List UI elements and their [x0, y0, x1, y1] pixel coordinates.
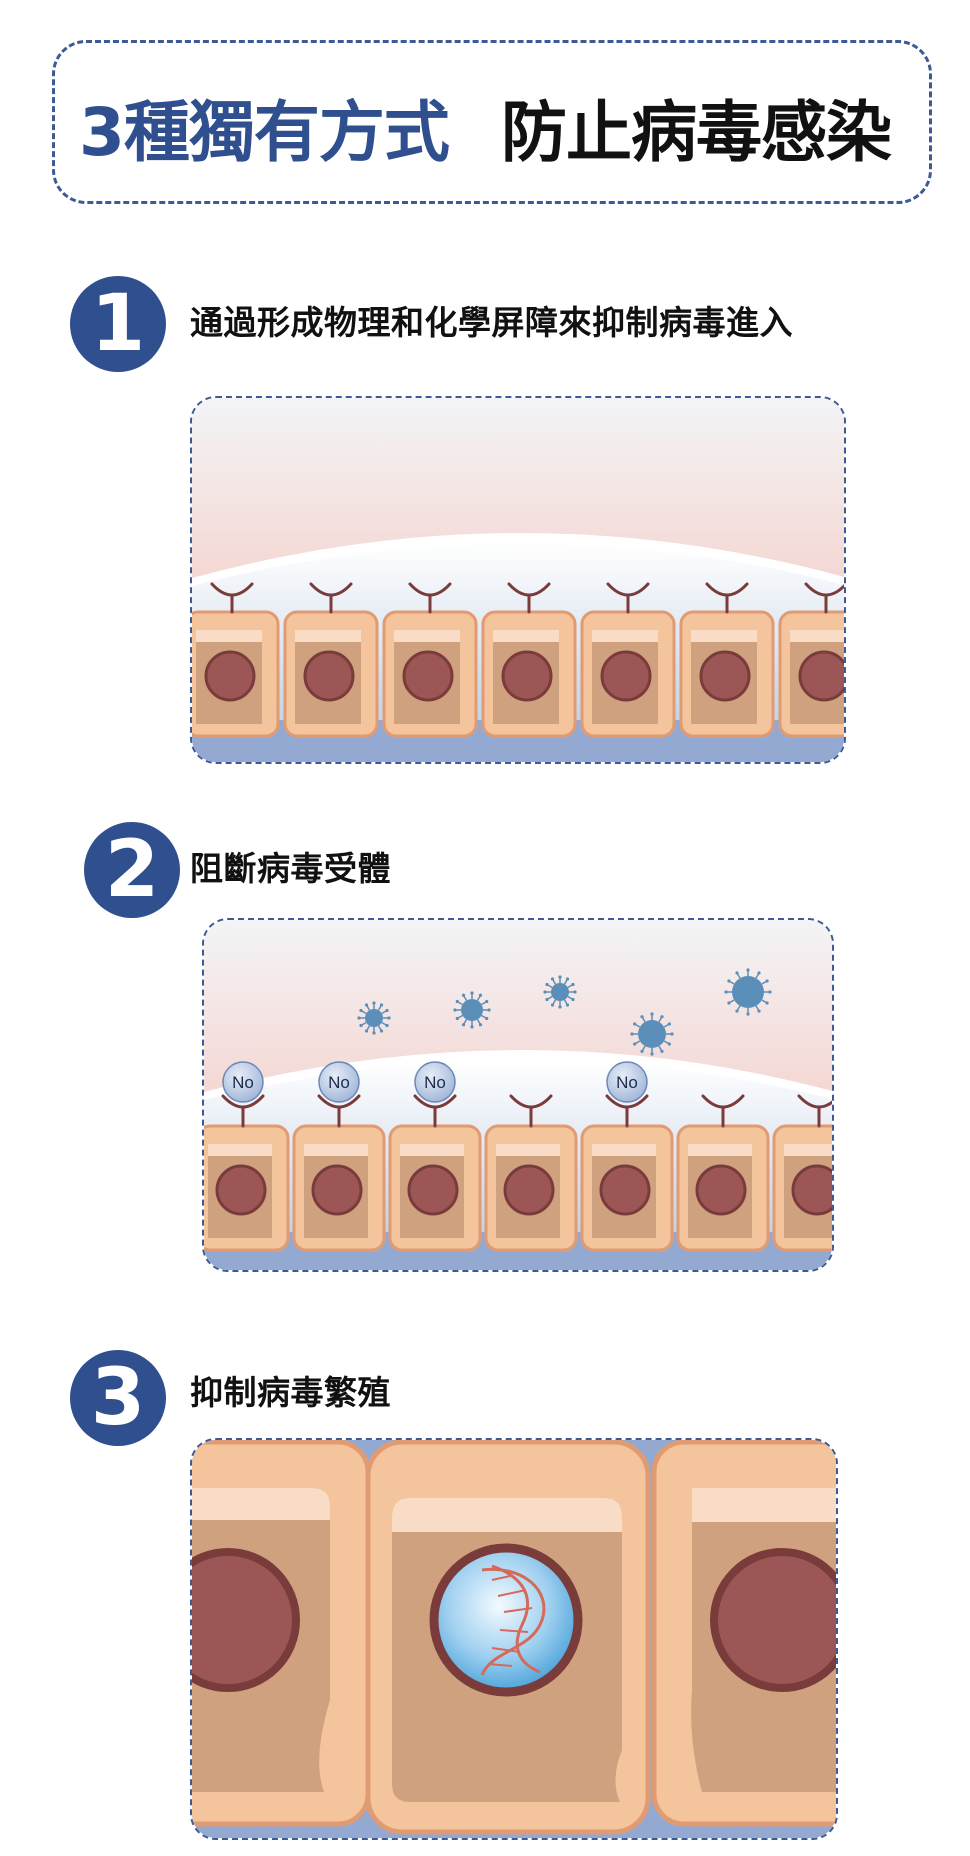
receptor-blocking-illustration: No No No No — [204, 920, 832, 1270]
nucleus — [503, 1164, 555, 1216]
epithelial-cell: No — [580, 1061, 674, 1252]
virus-icon — [630, 1012, 674, 1056]
receptor-icon — [317, 1094, 361, 1128]
cell-left — [192, 1440, 371, 1827]
receptor-icon — [705, 582, 749, 614]
nucleus — [407, 1164, 459, 1216]
blocker-label: No — [328, 1073, 350, 1092]
receptor-icon — [309, 582, 353, 614]
step-2-text: 阻斷病毒受體 — [190, 849, 391, 888]
cell-right — [651, 1440, 836, 1827]
nucleus — [599, 1164, 651, 1216]
receptor-icon — [606, 582, 650, 614]
blocker-label: No — [616, 1073, 638, 1092]
blocker-label: No — [424, 1073, 446, 1092]
nucleus — [798, 650, 844, 702]
epithelial-cell — [772, 1094, 832, 1252]
nucleus — [192, 1548, 300, 1692]
nucleus — [600, 650, 652, 702]
cell-center — [365, 1440, 651, 1835]
step-3-text: 抑制病毒繁殖 — [190, 1373, 391, 1412]
receptor-icon — [507, 582, 551, 614]
virus-icon — [357, 1001, 391, 1035]
epithelial-cell — [481, 582, 577, 738]
nucleus — [695, 1164, 747, 1216]
nucleus — [791, 1164, 832, 1216]
title-box: 3種獨有方式 防止病毒感染 — [52, 40, 932, 204]
step-3-diagram — [190, 1438, 838, 1840]
title-part-1: 3種獨有方式 — [79, 94, 450, 171]
epithelial-cell: No — [204, 1061, 290, 1252]
epithelial-cell: No — [292, 1061, 386, 1252]
step-1-diagram — [190, 396, 846, 764]
step-3-number: 3 — [90, 1353, 146, 1443]
virus-icon — [453, 991, 491, 1029]
receptor-icon — [701, 1094, 745, 1128]
epithelial-cell — [580, 582, 676, 738]
epithelial-cell: No — [388, 1061, 482, 1252]
nucleus — [501, 650, 553, 702]
nucleus — [710, 1548, 836, 1692]
epithelial-cell — [778, 582, 844, 738]
nucleus — [699, 650, 751, 702]
replication-inhibition-illustration — [192, 1440, 836, 1838]
step-3-badge: 3 — [70, 1350, 166, 1446]
receptor-icon — [413, 1094, 457, 1128]
receptor-icon — [408, 582, 452, 614]
epithelial-cell — [283, 582, 379, 738]
receptor-icon — [797, 1094, 832, 1128]
blue-nucleus — [429, 1543, 583, 1697]
epithelial-cell — [192, 582, 280, 738]
virus-icon — [543, 975, 577, 1009]
blocker-ball: No — [606, 1061, 648, 1103]
step-2-number: 2 — [104, 825, 160, 915]
nucleus — [303, 650, 355, 702]
blocker-ball: No — [414, 1061, 456, 1103]
step-2-badge: 2 — [84, 822, 180, 918]
receptor-icon — [804, 582, 844, 614]
epithelial-cell — [382, 582, 478, 738]
nucleus — [215, 1164, 267, 1216]
epithelial-cell — [679, 582, 775, 738]
title-part-2: 防止病毒感染 — [501, 94, 892, 171]
mucus-barrier-illustration — [192, 398, 844, 762]
nucleus — [402, 650, 454, 702]
epithelial-cell — [484, 1094, 578, 1252]
step-2-diagram: No No No No — [202, 918, 834, 1272]
step-1-text: 通過形成物理和化學屏障來抑制病毒進入 — [190, 303, 793, 342]
nucleus — [204, 650, 256, 702]
blocker-ball: No — [222, 1061, 264, 1103]
epithelial-cell — [676, 1094, 770, 1252]
receptor-icon — [605, 1094, 649, 1128]
step-1-number: 1 — [90, 279, 146, 369]
blocker-ball: No — [318, 1061, 360, 1103]
nucleus — [311, 1164, 363, 1216]
receptor-icon — [509, 1094, 553, 1128]
viral-rna-icon — [480, 1564, 546, 1676]
step-1-badge: 1 — [70, 276, 166, 372]
virus-icon — [724, 968, 772, 1016]
blocker-label: No — [232, 1073, 254, 1092]
receptor-icon — [210, 582, 254, 614]
receptor-icon — [221, 1094, 265, 1128]
